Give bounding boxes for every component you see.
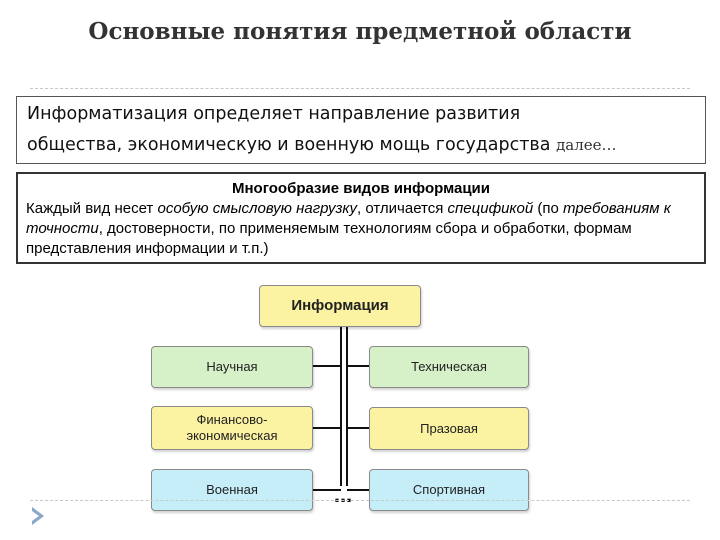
footer-divider xyxy=(30,500,690,501)
variety-text-7: , достоверности, по применяемым технолог… xyxy=(26,220,632,257)
variety-text-3: , отличается xyxy=(357,200,448,217)
diagram-ellipsis: … xyxy=(334,486,352,507)
node-technical: Техническая xyxy=(369,346,529,388)
info-line-2: общества, экономическую и военную мощь г… xyxy=(27,135,551,155)
title-divider xyxy=(30,88,690,89)
variety-text-2: особую смысловую нагрузку xyxy=(157,200,358,217)
slide-title: Основные понятия предметной области xyxy=(88,18,632,45)
node-financial-economic: Финансово- экономическая xyxy=(151,406,313,450)
node-military: Военная xyxy=(151,469,313,511)
variety-heading: Многообразие видов информации xyxy=(232,180,490,197)
informatization-text-box: Информатизация определяет направление ра… xyxy=(16,96,706,164)
variety-text-4: спецификой xyxy=(447,200,534,217)
triangle-right-icon[interactable] xyxy=(30,505,46,527)
node-sports: Спортивная xyxy=(369,469,529,511)
node-scientific: Научная xyxy=(151,346,313,388)
variety-text-6: требованиям к точности xyxy=(26,200,671,237)
variety-text-5: (по xyxy=(533,200,564,217)
more-link[interactable]: далее… xyxy=(556,136,617,154)
info-line-1: Информатизация определяет направление ра… xyxy=(27,104,521,124)
node-information: Информация xyxy=(259,285,421,327)
node-legal: Празовая xyxy=(369,407,529,450)
variety-text-1: Каждый вид несет xyxy=(26,200,158,217)
information-variety-box: Многообразие видов информации Каждый вид… xyxy=(16,172,706,264)
